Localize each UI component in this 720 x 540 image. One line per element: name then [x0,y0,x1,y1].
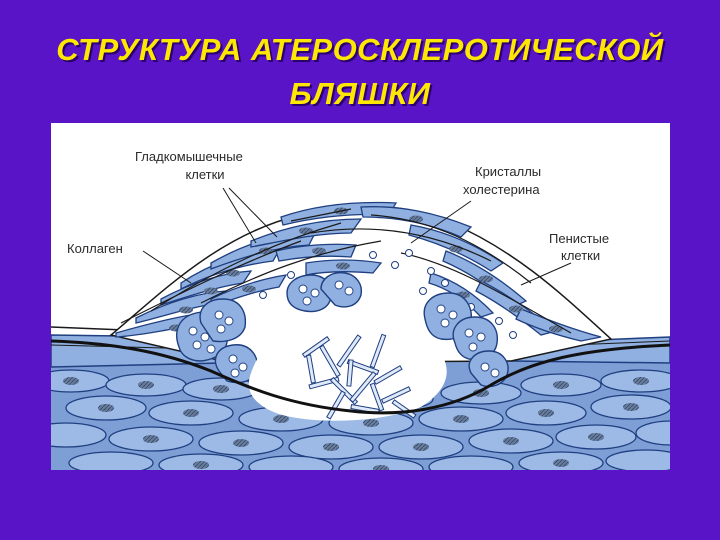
label-smooth-muscle-line-2: клетки [185,167,224,182]
title-line-1: СТРУКТУРА АТЕРОСКЛЕРОТИЧЕСКОЙ [0,28,720,72]
label-foam-line-1: Пенистые [549,231,609,246]
slide-title: СТРУКТУРА АТЕРОСКЛЕРОТИЧЕСКОЙ БЛЯШКИ [0,28,720,116]
label-cholesterol-line-1: Кристаллы [475,164,541,179]
label-foam-line-2: клетки [561,248,600,263]
title-line-2: БЛЯШКИ [0,72,720,116]
plaque-diagram: Гладкомышечные клетки Кристаллы холестер… [51,123,670,470]
label-collagen: Коллаген [67,241,123,256]
label-cholesterol-line-2: холестерина [463,182,540,197]
label-smooth-muscle-line-1: Гладкомышечные [135,149,243,164]
